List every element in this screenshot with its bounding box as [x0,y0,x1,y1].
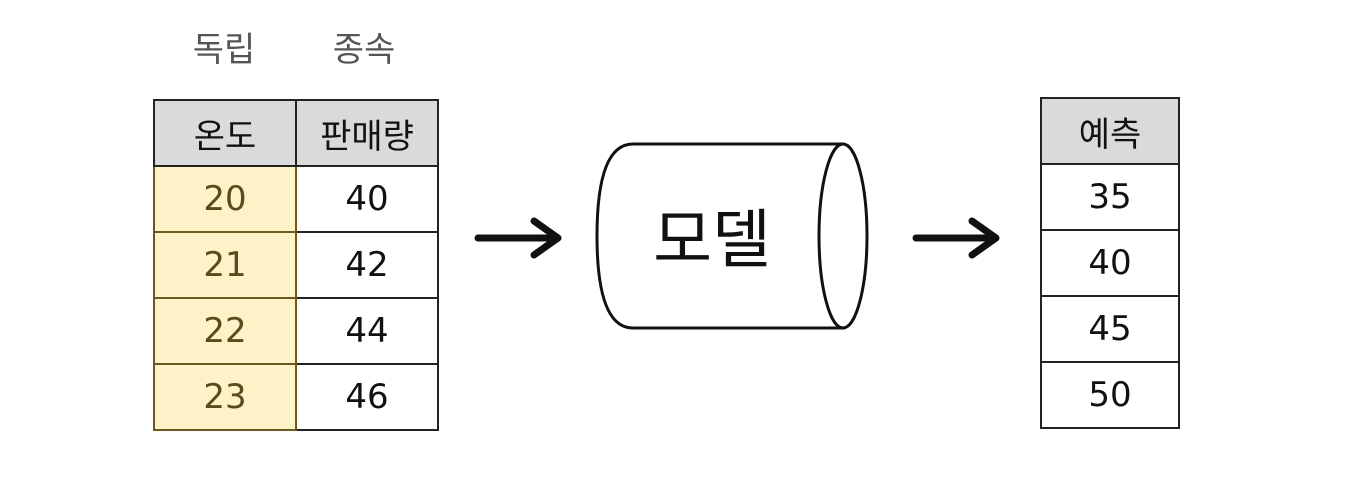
temperature-cell: 23 [153,363,297,431]
model-cylinder-shape [595,142,869,330]
table-row: 45 [1040,295,1180,363]
table-row: 50 [1040,361,1180,429]
table-row: 21 42 [153,231,439,299]
output-table-header-row: 예측 [1040,97,1180,165]
output-table: 예측 35 40 45 50 [1040,97,1180,429]
temperature-cell: 22 [153,297,297,365]
sales-cell: 40 [295,165,439,233]
dependent-label: 종속 [332,30,396,70]
prediction-cell: 50 [1040,361,1180,429]
input-table-header-row: 온도 판매량 [153,99,439,167]
prediction-cell: 45 [1040,295,1180,363]
input-table: 온도 판매량 20 40 21 42 22 44 23 46 [153,99,439,431]
table-row: 35 [1040,163,1180,231]
temperature-column-header: 온도 [153,99,297,167]
right-arrow-icon [474,217,562,259]
sales-cell: 42 [295,231,439,299]
prediction-cell: 35 [1040,163,1180,231]
prediction-column-header: 예측 [1040,97,1180,165]
right-arrow-icon [912,217,1000,259]
sales-column-header: 판매량 [295,99,439,167]
table-row: 22 44 [153,297,439,365]
sales-cell: 46 [295,363,439,431]
table-row: 20 40 [153,165,439,233]
temperature-cell: 21 [153,231,297,299]
independent-label: 독립 [192,30,256,70]
sales-cell: 44 [295,297,439,365]
table-row: 40 [1040,229,1180,297]
table-row: 23 46 [153,363,439,431]
prediction-cell: 40 [1040,229,1180,297]
temperature-cell: 20 [153,165,297,233]
